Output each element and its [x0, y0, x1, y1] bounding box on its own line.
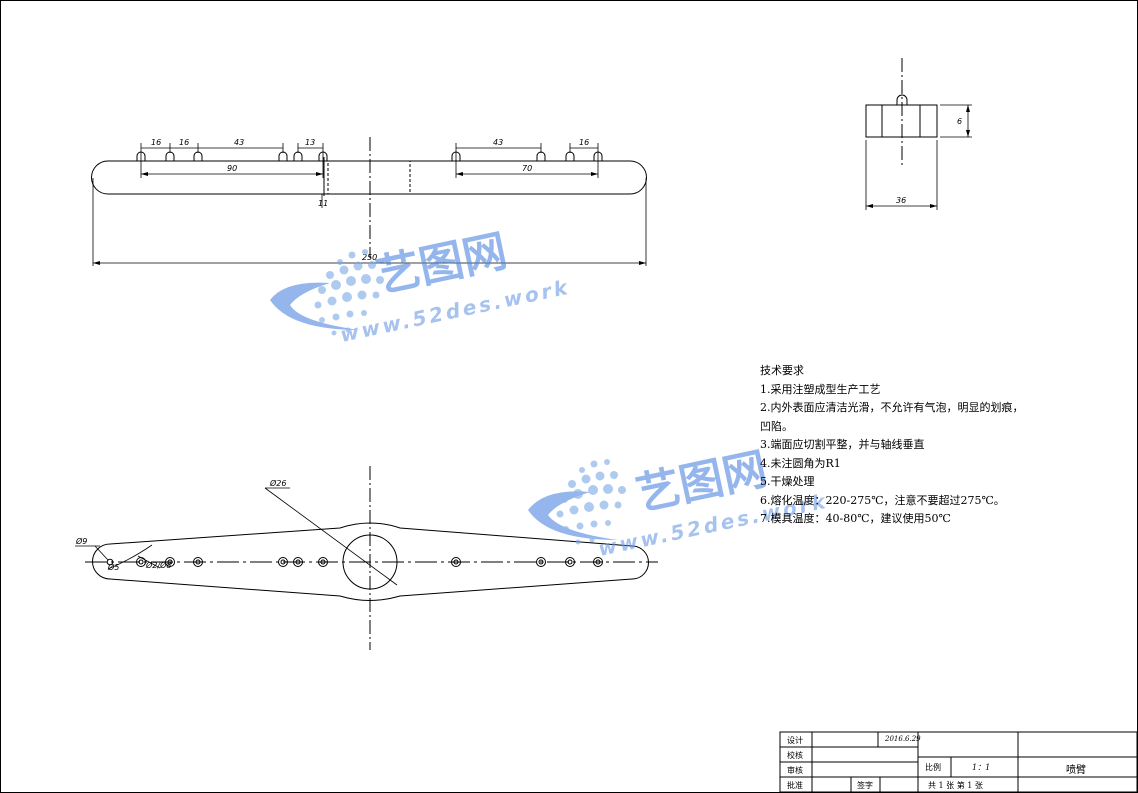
- dim-top-250: 250: [362, 253, 377, 262]
- requirements-title: 技术要求: [760, 364, 804, 377]
- dim-top-43-a: 43: [234, 138, 244, 147]
- dim-side-width: 36: [896, 196, 906, 205]
- dim-plan-phi5: Ø5: [107, 562, 119, 572]
- dim-top-70: 70: [522, 164, 532, 173]
- plan-view-outline: [92, 522, 649, 601]
- plan-view-leaders: [75, 487, 398, 586]
- requirement-item: 3.端面应切割平整，并与轴线垂直: [760, 438, 925, 451]
- requirement-item: 4.未注圆角为R1: [760, 456, 841, 470]
- tb-check-label: 校核: [787, 751, 803, 760]
- tb-sheet-info: 共 1 张 第 1 张: [928, 781, 983, 790]
- tb-scale-label: 比例: [925, 763, 941, 772]
- dim-top-43-b: 43: [493, 138, 503, 147]
- top-view-outline: [91, 160, 647, 195]
- dim-top-16-b: 16: [179, 138, 189, 147]
- requirement-item: 7.模具温度：40-80℃，建议使用50℃: [760, 512, 951, 525]
- tb-signature-label: 签字: [857, 781, 873, 790]
- tb-scale-value: 1：1: [972, 763, 991, 772]
- tb-part-name: 喷臂: [1066, 765, 1086, 776]
- dim-top-thickness: 11: [318, 199, 328, 208]
- watermark-globe-icon-2: [556, 459, 626, 545]
- top-view: [91, 137, 647, 266]
- requirement-item: 5.干燥处理: [760, 475, 815, 488]
- tb-date: 2016.6.29: [885, 735, 921, 743]
- dim-plan-phi9: Ø9: [75, 536, 87, 546]
- requirement-item: 1.采用注塑成型生产工艺: [760, 382, 881, 396]
- dim-top-13: 13: [305, 138, 315, 147]
- dim-side-height: 6: [957, 117, 962, 126]
- tb-approve-label: 批准: [787, 781, 803, 790]
- requirement-item: 凹陷。: [760, 419, 793, 433]
- technical-requirements: 技术要求 1.采用注塑成型生产工艺 2.内外表面应清洁光滑，不允许有气泡，明显的…: [760, 362, 1024, 529]
- plan-view-holes: [106, 557, 603, 567]
- dim-top-16-c: 16: [579, 138, 589, 147]
- requirement-item: 2.内外表面应清洁光滑，不允许有气泡，明显的划痕，: [760, 401, 1024, 414]
- dim-plan-holes: Ø2/Ø8: [145, 560, 171, 570]
- top-view-hub-hidden: [327, 160, 411, 195]
- title-block: [779, 731, 1138, 793]
- requirement-item: 6.熔化温度：220-275℃，注意不要超过275℃。: [760, 493, 1005, 507]
- side-view: [865, 58, 972, 210]
- plan-view: [75, 466, 658, 650]
- top-view-arrowheads: [93, 172, 646, 265]
- tb-review-label: 审核: [787, 766, 803, 775]
- dim-top-90: 90: [227, 164, 237, 173]
- tb-design-label: 设计: [787, 736, 803, 745]
- dim-top-16-a: 16: [151, 138, 161, 147]
- dim-plan-phi26: Ø26: [269, 478, 286, 488]
- watermark-upper: 艺图网 www.52des.work: [270, 225, 572, 347]
